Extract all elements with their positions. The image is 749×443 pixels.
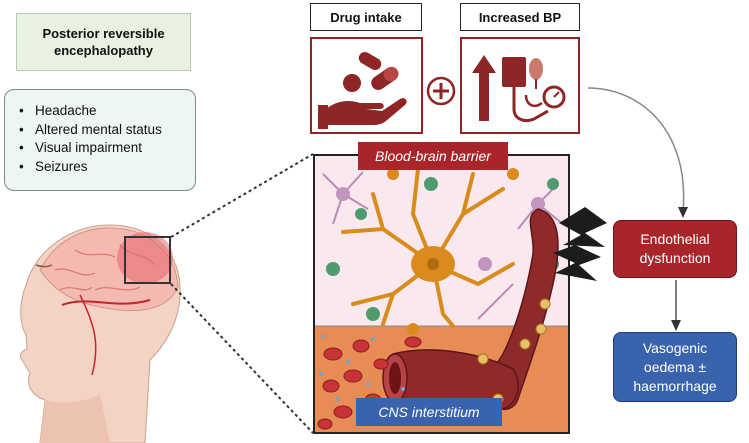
symptom-item: Headache [17, 102, 187, 121]
blood-brain-barrier-label: Blood-brain barrier [358, 142, 508, 170]
bp-icon-box [460, 37, 580, 134]
vasogenic-line-3: haemorrhage [633, 377, 717, 394]
symptom-item: Altered mental status [17, 121, 187, 140]
cns-interstitium-label: CNS interstitium [356, 398, 502, 426]
symptom-item: Seizures [17, 158, 187, 177]
increased-bp-label: Increased BP [460, 3, 580, 31]
pill-hand-icon [318, 52, 407, 129]
vasogenic-line-1: Vasogenic [642, 339, 708, 356]
endothelial-line-2: dysfunction [639, 250, 711, 266]
endothelial-line-1: Endothelial [640, 231, 710, 247]
brain-tissue-illustration [313, 154, 570, 434]
tissue-frame [313, 154, 570, 434]
title-line-2: encephalopathy [54, 43, 153, 58]
symptom-item: Visual impairment [17, 139, 187, 158]
drug-intake-label: Drug intake [310, 3, 422, 31]
head-illustration [19, 224, 181, 443]
symptoms-box: Headache Altered mental status Visual im… [4, 89, 196, 191]
endothelial-dysfunction-box: Endothelial dysfunction [613, 220, 737, 278]
focus-square [124, 236, 171, 284]
title-line-1: Posterior reversible [42, 26, 165, 41]
title-box: Posterior reversible encephalopathy [16, 13, 191, 71]
plus-icon [426, 76, 456, 106]
blood-pressure-icon [472, 55, 566, 123]
lightning-icon [553, 207, 607, 281]
drug-icon-box [310, 37, 423, 134]
vasogenic-line-2: oedema ± [643, 358, 707, 375]
vasogenic-oedema-box: Vasogenic oedema ± haemorrhage [613, 332, 737, 402]
